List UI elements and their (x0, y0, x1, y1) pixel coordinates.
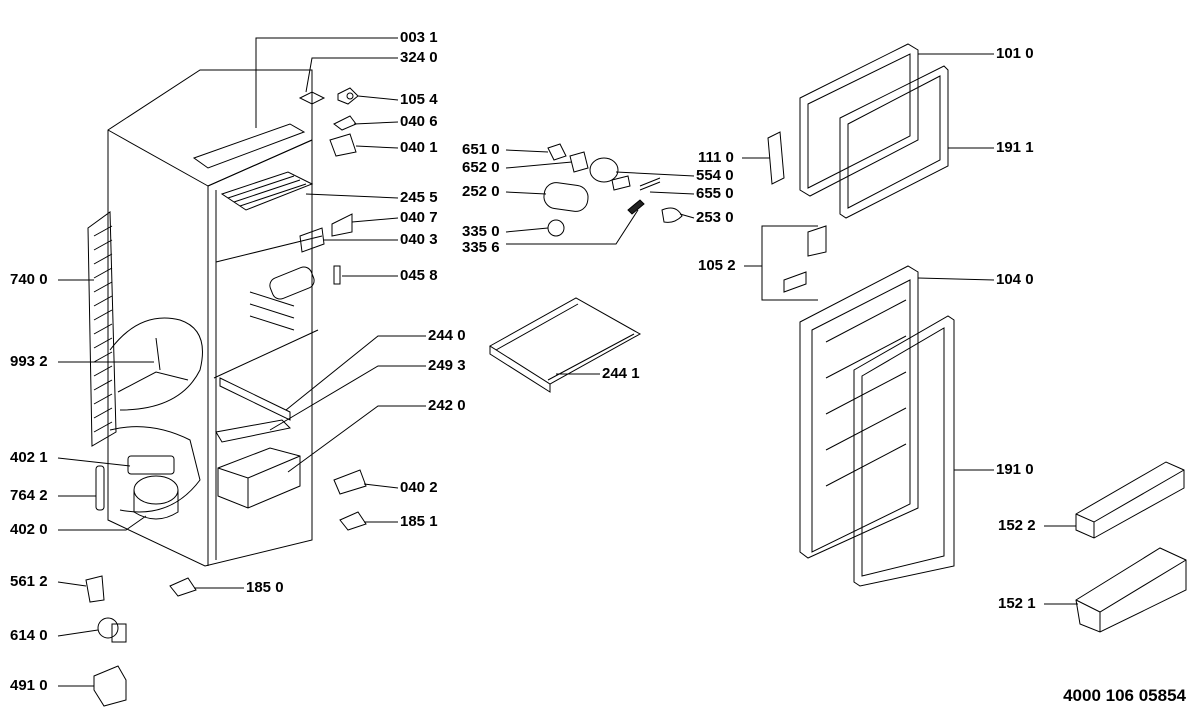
part-label-101-0: 101 0 (996, 45, 1034, 62)
small-parts-drawings (85, 87, 367, 707)
part-label-105-4: 105 4 (400, 91, 438, 108)
part-label-249-3: 249 3 (428, 357, 466, 374)
part-label-111-0: 111 0 (698, 149, 734, 166)
part-label-993-2: 993 2 (10, 353, 48, 370)
part-label-253-0: 253 0 (696, 209, 734, 226)
part-label-764-2: 764 2 (10, 487, 48, 504)
part-label-040-1: 040 1 (400, 139, 438, 156)
part-label-152-1: 152 1 (998, 595, 1036, 612)
part-label-045-8: 045 8 (400, 267, 438, 284)
part-label-655-0: 655 0 (696, 185, 734, 202)
part-label-242-0: 242 0 (428, 397, 466, 414)
part-label-191-0: 191 0 (996, 461, 1034, 478)
part-label-105-2: 105 2 (698, 257, 736, 274)
document-number: 4000 106 05854 (1063, 686, 1186, 705)
part-label-335-0: 335 0 (462, 223, 500, 240)
door-balconies-drawing (1075, 461, 1187, 633)
part-label-652-0: 652 0 (462, 159, 500, 176)
part-label-003-1: 003 1 (400, 29, 438, 46)
part-label-402-1: 402 1 (10, 449, 48, 466)
part-label-554-0: 554 0 (696, 167, 734, 184)
part-label-244-1: 244 1 (602, 365, 640, 382)
fridge-door-drawing (799, 265, 955, 587)
part-label-491-0: 491 0 (10, 677, 48, 694)
freezer-door-drawing (767, 43, 949, 293)
part-label-185-1: 185 1 (400, 513, 438, 530)
part-label-104-0: 104 0 (996, 271, 1034, 288)
part-label-152-2: 152 2 (998, 517, 1036, 534)
part-label-191-1: 191 1 (996, 139, 1034, 156)
leader-lines (57, 37, 1078, 687)
part-label-040-2: 040 2 (400, 479, 438, 496)
control-parts-drawings (543, 143, 683, 237)
part-label-335-6: 335 6 (462, 239, 500, 256)
part-label-040-6: 040 6 (400, 113, 438, 130)
part-label-244-0: 244 0 (428, 327, 466, 344)
part-label-561-2: 561 2 (10, 573, 48, 590)
part-label-740-0: 740 0 (10, 271, 48, 288)
part-label-651-0: 651 0 (462, 141, 500, 158)
part-label-614-0: 614 0 (10, 627, 48, 644)
part-label-185-0: 185 0 (246, 579, 284, 596)
cabinet-drawing (87, 69, 325, 567)
shelf-244-1-drawing (489, 297, 642, 393)
part-label-040-7: 040 7 (400, 209, 438, 226)
part-label-040-3: 040 3 (400, 231, 438, 248)
part-label-402-0: 402 0 (10, 521, 48, 538)
part-label-245-5: 245 5 (400, 189, 438, 206)
part-label-324-0: 324 0 (400, 49, 438, 66)
part-label-252-0: 252 0 (462, 183, 500, 200)
